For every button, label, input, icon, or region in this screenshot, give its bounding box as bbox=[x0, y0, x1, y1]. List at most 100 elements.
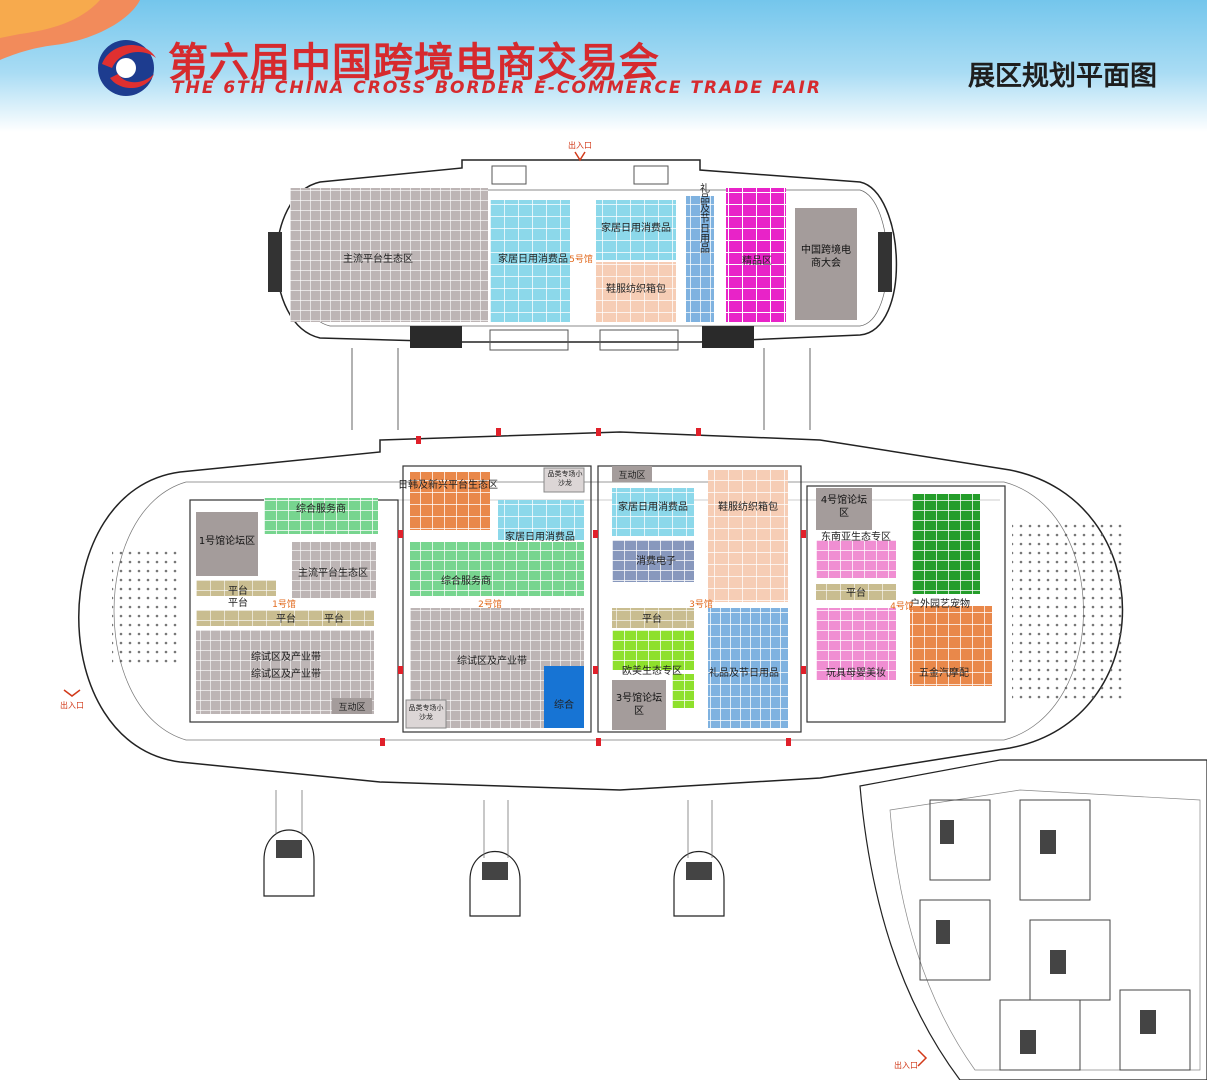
pier-stairs bbox=[276, 840, 712, 880]
label-hall3-footwear: 鞋服纺织箱包 bbox=[718, 500, 778, 513]
label-hall2-household: 家居日用消费品 bbox=[505, 530, 575, 543]
zone-conference bbox=[795, 208, 857, 320]
zone-hall2-household bbox=[498, 500, 584, 540]
hall4-outline bbox=[806, 485, 1006, 723]
label-hall1-platform-a: 平台 bbox=[228, 584, 248, 597]
zone-hall3-footwear bbox=[708, 470, 788, 602]
zone-household-left bbox=[490, 200, 570, 322]
zone-hall1-services bbox=[264, 498, 378, 534]
zone-hall3-eu bbox=[612, 630, 694, 670]
label-hall4-outdoor: 户外园艺宠物 bbox=[910, 597, 970, 610]
label-hall1-pilot-b: 综试区及产业带 bbox=[251, 667, 321, 680]
label-hall1-forum: 1号馆论坛区 bbox=[199, 536, 255, 547]
label-hall1-pilot-a: 综试区及产业带 bbox=[251, 650, 321, 663]
zone-hall2-jk bbox=[410, 472, 490, 530]
zone-hall3-gifts bbox=[708, 608, 788, 728]
page-label: 展区规划平面图 bbox=[968, 61, 1157, 92]
label-hall1-mainstream: 主流平台生态区 bbox=[298, 566, 368, 579]
zone-hall4-outdoor-green bbox=[912, 494, 980, 594]
zone-hall3-interact bbox=[612, 466, 652, 482]
entrance-arrow-icon bbox=[574, 151, 586, 162]
zone-hall1-interact bbox=[332, 698, 372, 714]
zone-hall1-platform-b bbox=[196, 610, 374, 626]
label-footwear-upper: 鞋服纺织箱包 bbox=[606, 282, 666, 295]
upper-hall: 主流平台生态区 家居日用消费品 5号馆 家居日用消费品 鞋服纺织箱包 礼品及节日… bbox=[268, 140, 898, 430]
zone-hall3-platform bbox=[612, 608, 694, 628]
label-hall1-services: 综合服务商 bbox=[296, 502, 346, 515]
floor-plan: 主流平台生态区 家居日用消费品 5号馆 家居日用消费品 鞋服纺织箱包 礼品及节日… bbox=[60, 140, 1207, 1080]
zone-hall3-forum bbox=[612, 680, 666, 730]
zone-hall3-electronics bbox=[612, 540, 694, 582]
label-hall2-salon: 品类专场小沙龙 bbox=[548, 470, 583, 487]
zone-hall3-household bbox=[612, 488, 694, 536]
lower-hall: 1号馆论坛区 综合服务商 主流平台生态区 平台 平台 平台 平台 综试区及产业带… bbox=[60, 428, 1124, 917]
zone-gifts-upper bbox=[686, 196, 714, 322]
label-household-right: 家居日用消费品 bbox=[601, 221, 671, 234]
label-hall1-platform-d: 平台 bbox=[324, 612, 344, 625]
zone-hall4-sea bbox=[816, 540, 896, 578]
exit-bottom-arrow-icon bbox=[917, 1049, 928, 1067]
zone-hall4-forum bbox=[816, 488, 872, 530]
decorative-wave bbox=[0, 0, 140, 60]
label-hall3-gifts: 礼品及节日用品 bbox=[709, 666, 779, 679]
label-exit-bottom: 出入口 bbox=[894, 1060, 918, 1070]
zone-hall2-misc bbox=[544, 666, 584, 728]
label-hall-3: 3号馆 bbox=[689, 598, 713, 610]
exit-left-arrow-icon bbox=[63, 689, 81, 697]
seating-left bbox=[112, 548, 182, 668]
label-hall-4: 4号馆 bbox=[890, 600, 914, 612]
seating-right bbox=[1012, 520, 1122, 700]
zone-hall1-mainstream bbox=[292, 542, 376, 598]
label-hall-1: 1号馆 bbox=[272, 598, 296, 610]
label-hall2-pilot: 综试区及产业带 bbox=[457, 654, 527, 667]
label-gifts-upper: 礼品及节日用品 bbox=[698, 182, 710, 254]
zone-hall3-eu-b bbox=[672, 674, 694, 708]
zone-footwear-upper bbox=[596, 262, 676, 322]
label-mainstream-platform: 主流平台生态区 bbox=[343, 252, 413, 265]
zone-household-right bbox=[596, 200, 676, 260]
zone-hall2-salon bbox=[543, 467, 585, 493]
hall2-outline bbox=[402, 465, 592, 733]
label-hall3-eu: 欧美生态专区 bbox=[622, 664, 682, 677]
label-household-left: 家居日用消费品 bbox=[498, 252, 568, 265]
southeast-building: 出入口 bbox=[859, 759, 1207, 1080]
label-hall3-household: 家居日用消费品 bbox=[618, 500, 688, 513]
zone-mainstream-platform bbox=[290, 188, 488, 322]
label-hall3-forum: 3号馆论坛区 bbox=[616, 693, 662, 717]
label-hall-2: 2号馆 bbox=[478, 598, 502, 610]
label-entrance-top: 出入口 bbox=[568, 140, 592, 150]
label-hall3-interact: 互动区 bbox=[618, 470, 645, 481]
zone-hall4-hardware bbox=[910, 606, 992, 686]
label-hall1-interact: 互动区 bbox=[338, 702, 365, 713]
zone-hall4-platform bbox=[816, 584, 896, 600]
label-hall1-platform-c: 平台 bbox=[276, 612, 296, 625]
label-hall5: 5号馆 bbox=[569, 253, 593, 265]
zone-hall4-toys bbox=[816, 608, 896, 680]
door-markers bbox=[380, 428, 806, 746]
header-banner: 第六届中国跨境电商交易会 THE 6TH CHINA CROSS BORDER … bbox=[0, 0, 1207, 132]
zone-hall1-forum bbox=[196, 512, 258, 576]
zone-hall1-platform-a bbox=[196, 580, 276, 596]
label-hall1-platform-b: 平台 bbox=[228, 596, 248, 609]
title-chinese: 第六届中国跨境电商交易会 bbox=[168, 40, 660, 86]
zone-hall2-services bbox=[410, 542, 584, 596]
zone-hall2-salon2 bbox=[405, 699, 447, 729]
label-hall4-platform: 平台 bbox=[846, 586, 866, 599]
label-exit-left: 出入口 bbox=[60, 700, 84, 710]
label-hall3-electronics: 消费电子 bbox=[636, 554, 676, 567]
label-hall4-toys: 玩具母婴美妆 bbox=[826, 666, 886, 679]
label-hall2-jk: 日韩及新兴平台生态区 bbox=[398, 478, 498, 491]
label-hall2-services: 综合服务商 bbox=[441, 574, 491, 587]
label-hall3-platform: 平台 bbox=[642, 612, 662, 625]
label-hall2-salon2: 品类专场小沙龙 bbox=[409, 704, 444, 721]
fair-logo-icon bbox=[98, 40, 156, 96]
label-conference: 中国跨境电商大会 bbox=[801, 245, 851, 269]
label-hall4-forum: 4号馆论坛区 bbox=[821, 495, 867, 519]
label-boutique: 精品区 bbox=[742, 254, 772, 267]
title-english: THE 6TH CHINA CROSS BORDER E-COMMERCE TR… bbox=[172, 78, 822, 98]
label-hall2-misc: 综合 bbox=[554, 698, 574, 711]
zone-boutique bbox=[726, 188, 786, 322]
hall3-outline bbox=[597, 465, 802, 733]
label-hall4-hardware: 五金汽摩配 bbox=[919, 666, 969, 679]
label-hall4-sea: 东南亚生态专区 bbox=[821, 530, 891, 543]
